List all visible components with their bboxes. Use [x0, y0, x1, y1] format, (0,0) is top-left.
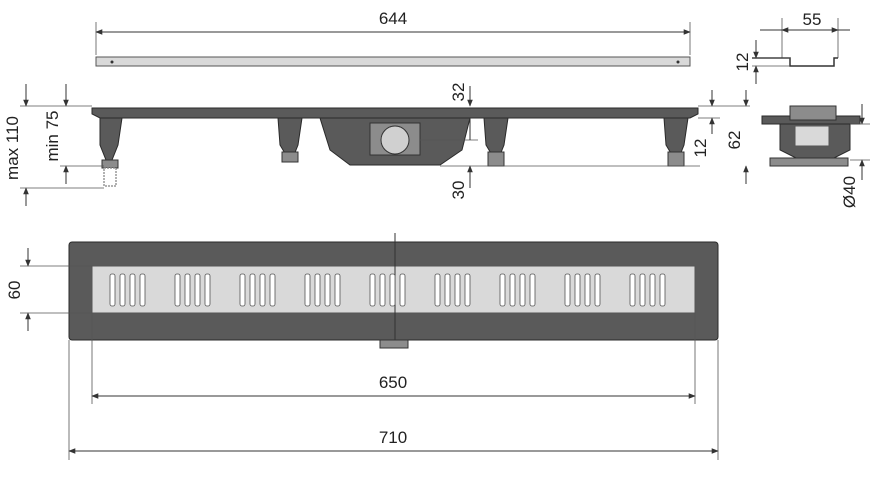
grate-slot [194, 273, 201, 307]
grate-profile [95, 56, 691, 67]
grate-slot [184, 273, 191, 307]
grate-slot [379, 273, 386, 307]
grate-slot [499, 273, 506, 307]
grate-slot [139, 273, 146, 307]
grate-slot [639, 273, 646, 307]
grate-slot [519, 273, 526, 307]
grate-width-label: 55 [803, 10, 822, 29]
outlet-tab [379, 339, 409, 349]
leveling-foot [483, 117, 509, 167]
grate-slot [564, 273, 571, 307]
channel-width-label: 60 [5, 281, 24, 300]
grate-slot [239, 273, 246, 307]
outlet-opening [380, 125, 410, 155]
grate-slot [314, 273, 321, 307]
grate-slot [509, 273, 516, 307]
grate-slot [629, 273, 636, 307]
channel-side-view: max 110 min 75 32 30 12 62 [3, 83, 750, 206]
max-height-label: max 110 [3, 116, 22, 180]
channel-cross-section: Ø40 [761, 104, 870, 208]
channel-flange [91, 107, 699, 119]
flange-thickness-label: 12 [691, 139, 710, 158]
outlet-drop-label: 30 [449, 181, 468, 200]
grate-cross-section: 55 12 [733, 10, 850, 84]
grate-slot [574, 273, 581, 307]
grate-slot [269, 273, 276, 307]
grate-span-label: 650 [379, 373, 407, 392]
leveling-foot [663, 117, 689, 167]
overall-length-label: 710 [379, 428, 407, 447]
grate-slots [109, 273, 666, 307]
body-height-label: 62 [725, 131, 744, 150]
grate-slot [444, 273, 451, 307]
grate-slot [464, 273, 471, 307]
grate-slot [259, 273, 266, 307]
grate-height-label: 12 [733, 53, 752, 72]
grate-slot [399, 273, 406, 307]
leveling-foot [277, 117, 303, 163]
grate-slot [304, 273, 311, 307]
grate-slot [434, 273, 441, 307]
grate-slot [584, 273, 591, 307]
grate-slot [389, 273, 396, 307]
grate-slot [109, 273, 116, 307]
channel-top-view: 60 650 710 [5, 233, 719, 460]
grate-side-view: 644 [95, 9, 691, 67]
grate-slot [369, 273, 376, 307]
grate-slot [119, 273, 126, 307]
grate-slot [454, 273, 461, 307]
leveling-foot [99, 117, 123, 187]
grate-slot [249, 273, 256, 307]
grate-slot [334, 273, 341, 307]
grate-slot [204, 273, 211, 307]
min-height-label: min 75 [43, 110, 62, 161]
grate-slot [174, 273, 181, 307]
flange-to-outlet-label: 32 [449, 83, 468, 102]
grate-slot [129, 273, 136, 307]
outlet-diameter-label: Ø40 [840, 176, 859, 208]
grate-slot [649, 273, 656, 307]
grate-slot [594, 273, 601, 307]
grate-slot [324, 273, 331, 307]
grate-length-label: 644 [379, 9, 407, 28]
grate-slot [529, 273, 536, 307]
grate-slot [659, 273, 666, 307]
